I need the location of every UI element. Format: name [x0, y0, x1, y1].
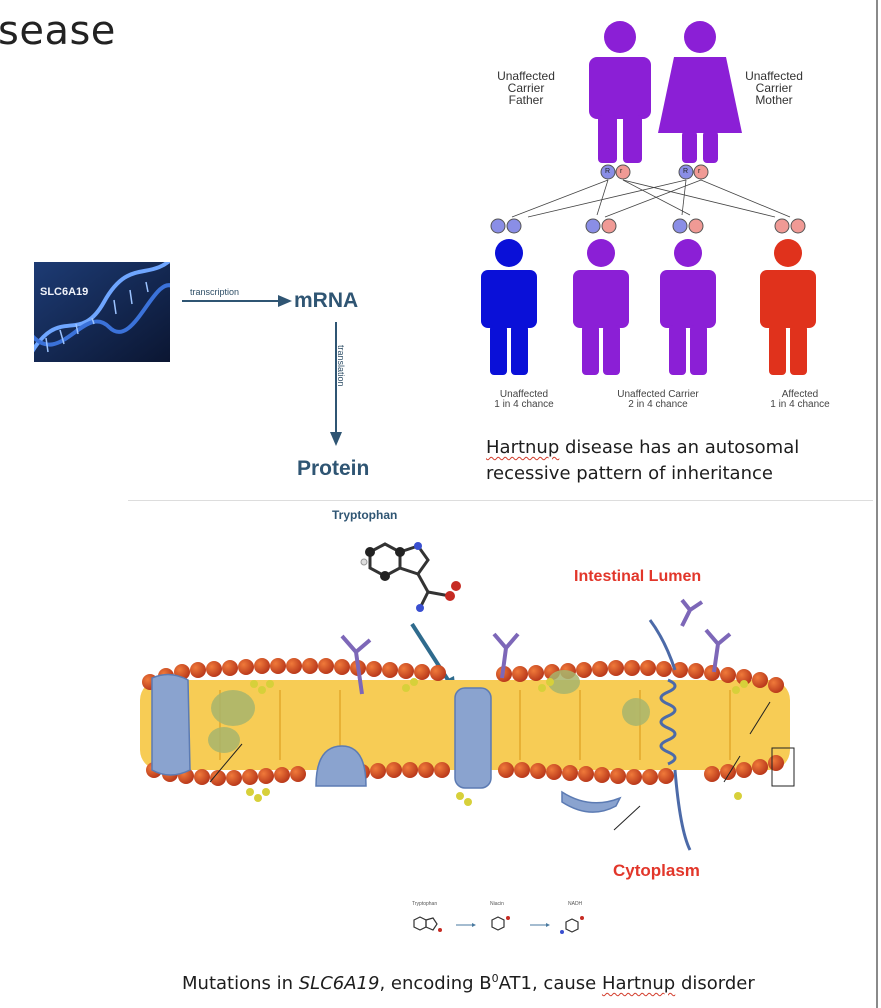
allele-recessive: r [698, 168, 701, 175]
mrna-label: mRNA [294, 289, 359, 312]
separator-line [128, 500, 873, 501]
allele-dominant: R [605, 168, 611, 175]
translation-arrow-icon [330, 322, 342, 446]
translation-label: translation [336, 345, 346, 387]
pathway-label: Tryptophan [412, 901, 438, 907]
child-carrier-icon [573, 239, 629, 375]
dna-image: SLC6A19 [34, 262, 170, 362]
child-unaffected-icon [481, 239, 537, 375]
inheritance-caption: Hartnup disease has an autosomal recessi… [486, 437, 800, 484]
tryptophan-label: Tryptophan [332, 508, 398, 522]
allele-recessive: r [620, 168, 623, 175]
protein-label: Protein [297, 457, 370, 480]
cell-membrane-diagram [140, 542, 795, 851]
child-affected-icon [760, 239, 816, 375]
cytoplasm-label: Cytoplasm [613, 861, 700, 880]
right-border-line [876, 0, 878, 1008]
gene-label: SLC6A19 [40, 286, 89, 298]
child-carrier-icon [660, 239, 716, 375]
transcription-label: transcription [190, 287, 240, 297]
mother-figure-icon [658, 21, 742, 163]
slide-caption: Mutations in SLC6A19, encoding B0AT1, ca… [182, 972, 755, 994]
tryptophan-molecule-icon [360, 542, 461, 612]
pathway-label: Niacin [490, 901, 504, 907]
transcription-arrow-icon [182, 295, 292, 307]
underlined-word: Hartnup [486, 437, 560, 458]
dna-helix-icon [34, 262, 170, 362]
intestinal-lumen-label: Intestinal Lumen [574, 568, 702, 585]
father-figure-icon [589, 21, 651, 163]
inheritance-pedigree [481, 21, 816, 375]
pathway-label: NADH [568, 901, 583, 907]
allele-dominant: R [683, 168, 689, 175]
metabolic-pathway-icon [413, 916, 584, 934]
slide-title: sease [0, 8, 116, 54]
